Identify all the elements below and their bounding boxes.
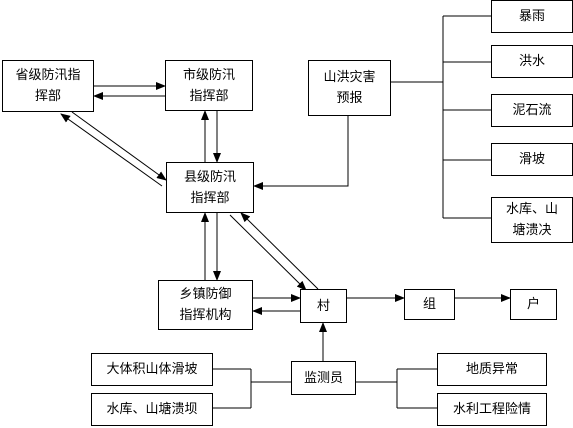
- hazard-rainstorm: 暴雨: [491, 0, 573, 33]
- node-village: 村: [300, 289, 347, 323]
- node-household-label: 户: [526, 297, 540, 312]
- arrow-provincial-to-county: [71, 111, 167, 181]
- node-monitor-label: 监测员: [303, 370, 343, 386]
- node-forecast: 山洪灾害 预报: [308, 60, 391, 116]
- hazard-flood-label: 洪水: [518, 54, 545, 69]
- node-forecast-label: 山洪灾害 预报: [323, 70, 376, 106]
- node-village-label: 村: [316, 298, 330, 314]
- node-provincial-hq-label: 省级防汛指 挥部: [15, 68, 81, 104]
- node-household: 户: [510, 289, 557, 320]
- obs-reservoir-burst-label: 水库、山塘溃坝: [106, 402, 198, 417]
- obs-reservoir-burst: 水库、山塘溃坝: [91, 393, 213, 426]
- node-monitor: 监测员: [291, 361, 356, 395]
- node-county-hq-label: 县级防汛 指挥部: [183, 169, 236, 206]
- obs-geo-anomaly-label: 地质异常: [465, 362, 518, 377]
- node-city-hq: 市级防汛 指挥部: [165, 60, 253, 111]
- node-group-label: 组: [422, 297, 436, 312]
- obs-hydraulic-danger-label: 水利工程险情: [452, 402, 531, 417]
- node-provincial-hq: 省级防汛指 挥部: [2, 60, 94, 112]
- obs-large-landslide-label: 大体积山体滑坡: [106, 362, 198, 377]
- hazard-landslide-label: 滑坡: [518, 152, 545, 167]
- hazard-debris-flow: 泥石流: [491, 94, 573, 127]
- obs-hydraulic-danger: 水利工程险情: [437, 393, 547, 426]
- node-city-hq-label: 市级防汛 指挥部: [182, 67, 235, 104]
- hazard-debris-flow-label: 泥石流: [512, 103, 552, 118]
- hazard-dam-break: 水库、山 塘溃决: [491, 197, 573, 243]
- hazard-rainstorm-label: 暴雨: [518, 9, 545, 24]
- node-township-hq: 乡镇防御 指挥机构: [158, 280, 253, 330]
- obs-large-landslide: 大体积山体滑坡: [91, 353, 213, 386]
- arrow-county-to-provincial: [60, 113, 163, 187]
- hazard-dam-break-label: 水库、山 塘溃决: [505, 202, 558, 238]
- arrow-county-to-village: [229, 214, 307, 291]
- hazard-flood: 洪水: [491, 45, 573, 78]
- node-group: 组: [404, 289, 455, 320]
- obs-geo-anomaly: 地质异常: [437, 353, 547, 386]
- arrow-village-to-county: [240, 212, 319, 290]
- node-county-hq: 县级防汛 指挥部: [166, 162, 254, 213]
- arrow-forecast-to-county: [253, 116, 349, 190]
- hazard-landslide: 滑坡: [491, 143, 573, 176]
- node-township-hq-label: 乡镇防御 指挥机构: [179, 287, 232, 323]
